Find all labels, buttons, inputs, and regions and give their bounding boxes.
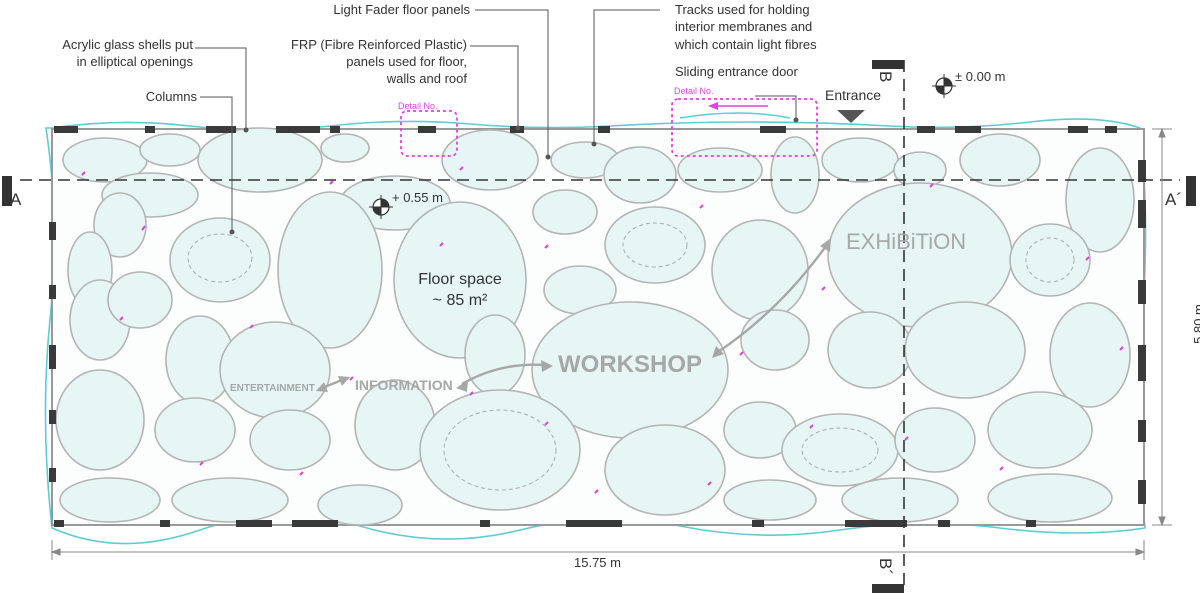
columns-label: Columns — [146, 89, 198, 104]
leader-dots — [229, 117, 799, 235]
zone-entertainment: ENTERTAINMENT — [230, 383, 315, 394]
zone-information: INFORMATION — [355, 377, 453, 393]
section-line-a — [2, 176, 1196, 206]
section-b-top: B — [876, 71, 895, 82]
zone-arrow-heads — [316, 238, 831, 392]
section-b-bottom: B´ — [876, 558, 895, 575]
detail-label-1: Detail No. — [398, 101, 438, 111]
light-fader-label: Light Fader floor panels — [333, 2, 470, 17]
sliding-door-label: Sliding entrance door — [675, 64, 799, 79]
tracks-label-3: which contain light fibres — [674, 37, 817, 52]
level-marker-outside — [932, 74, 956, 98]
floor-space-label: Floor space — [418, 271, 502, 288]
tracks-label-1: Tracks used for holding — [675, 2, 810, 17]
zone-workshop: WORKSHOP — [558, 351, 702, 378]
acrylic-label-2: in elliptical openings — [77, 54, 194, 69]
section-a-left: A — [10, 190, 22, 209]
frp-label-3: walls and roof — [386, 71, 468, 86]
dimension-height: 5.80 m — [1191, 304, 1200, 344]
frp-panels — [49, 126, 1146, 527]
detail-label-2: Detail No. — [674, 86, 714, 96]
ellipse-cells — [55, 127, 1135, 526]
dimension-width-line — [50, 540, 1146, 560]
acrylic-label-1: Acrylic glass shells put — [62, 37, 193, 52]
light-fibre-marks — [81, 166, 1124, 494]
frp-label-2: panels used for floor, — [346, 54, 467, 69]
level-marker-floor — [369, 195, 393, 219]
zone-exhibition: EXHiBiTiON — [846, 229, 966, 254]
inner-dashed-ellipses — [187, 222, 1075, 491]
entrance-label: Entrance — [825, 87, 881, 103]
frp-label-1: FRP (Fibre Reinforced Plastic) — [291, 37, 467, 52]
floor-space-value: ~ 85 m² — [433, 292, 488, 309]
leader-lines — [195, 9, 797, 232]
dimension-width: 15.75 m — [574, 555, 621, 570]
detail-box-2 — [671, 98, 818, 157]
tracks-label-2: interior membranes and — [675, 19, 812, 34]
entrance-arrow — [837, 110, 865, 123]
level-outside-label: ± 0.00 m — [955, 69, 1006, 84]
sliding-door-shape — [679, 112, 791, 119]
section-line-b — [872, 60, 905, 593]
dimension-height-line — [1152, 127, 1172, 527]
door-arrow-head — [708, 102, 718, 110]
level-floor-label: + 0.55 m — [392, 190, 443, 205]
section-a-right: A´ — [1165, 190, 1182, 209]
